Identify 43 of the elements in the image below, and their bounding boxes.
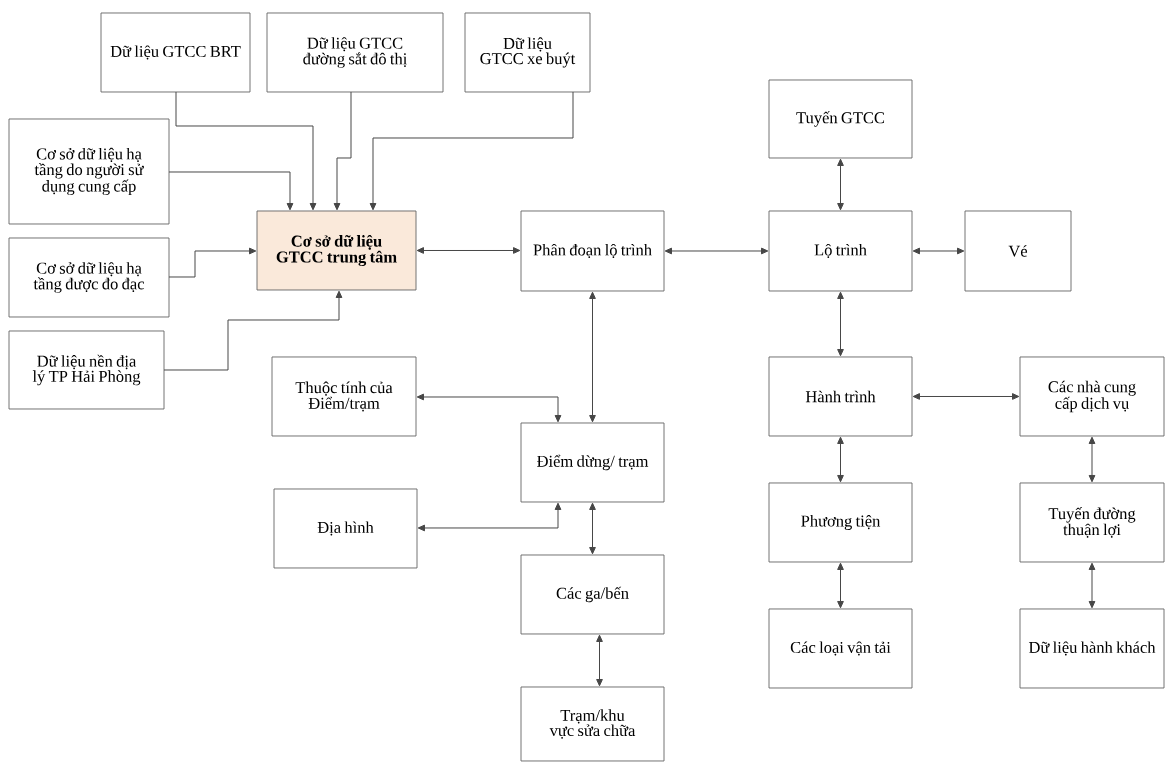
process-box: Các loại vận tải [768, 608, 913, 689]
process-box: Thuộc tính của Điểm/trạm [271, 356, 417, 437]
process-box: Lộ trình [768, 210, 913, 292]
process-box: Trạm/khu vực sửa chữa [520, 686, 665, 762]
arrow [333, 91, 352, 211]
process-box: Cơ sở dữ liệu GTCC trung tâm [256, 210, 417, 291]
arrow [912, 393, 1020, 400]
process-box: Hành trình [768, 356, 913, 437]
arrow [163, 290, 343, 371]
process-box: Các nhà cung cấp dịch vụ [1019, 356, 1165, 437]
process-box: Dữ liệu nền địa lý TP Hải Phòng [8, 330, 165, 410]
process-box: Vé [964, 210, 1072, 292]
process-box: Tuyến GTCC [768, 79, 913, 159]
arrow [369, 91, 574, 211]
process-box: Các ga/bến [520, 554, 665, 635]
arrow [837, 562, 844, 609]
arrow [837, 158, 844, 211]
process-box: Dữ liệu GTCC BRT [100, 12, 251, 93]
arrow [837, 436, 844, 483]
arrow [1088, 436, 1096, 483]
arrow [596, 634, 603, 687]
process-box: Dữ liệu GTCC xe buýt [464, 12, 591, 93]
arrow [168, 247, 257, 278]
process-box: Phân đoạn lộ trình [520, 210, 665, 292]
process-box: Địa hình [273, 488, 418, 569]
process-box: Cơ sở dữ liệu hạ tầng được đo đạc [8, 237, 170, 318]
process-box: Tuyến đường thuận lợi [1019, 482, 1165, 563]
arrow [589, 502, 596, 555]
arrow [837, 291, 844, 357]
arrow [589, 291, 596, 423]
arrow [417, 502, 562, 532]
process-box: Điểm dừng/ trạm [520, 422, 665, 503]
arrow [168, 171, 294, 211]
arrow [416, 393, 562, 423]
arrow [912, 247, 965, 255]
arrow [1088, 562, 1096, 609]
process-box: Phương tiện [768, 482, 913, 563]
arrow [664, 247, 769, 255]
process-box: Dữ liệu GTCC đường sắt đô thị [266, 12, 444, 93]
arrow [416, 247, 521, 254]
process-box: Dữ liệu hành khách [1019, 608, 1165, 689]
process-box: Cơ sở dữ liệu hạ tầng do người sử dụng cung cấp [8, 118, 170, 225]
arrow [175, 91, 317, 211]
